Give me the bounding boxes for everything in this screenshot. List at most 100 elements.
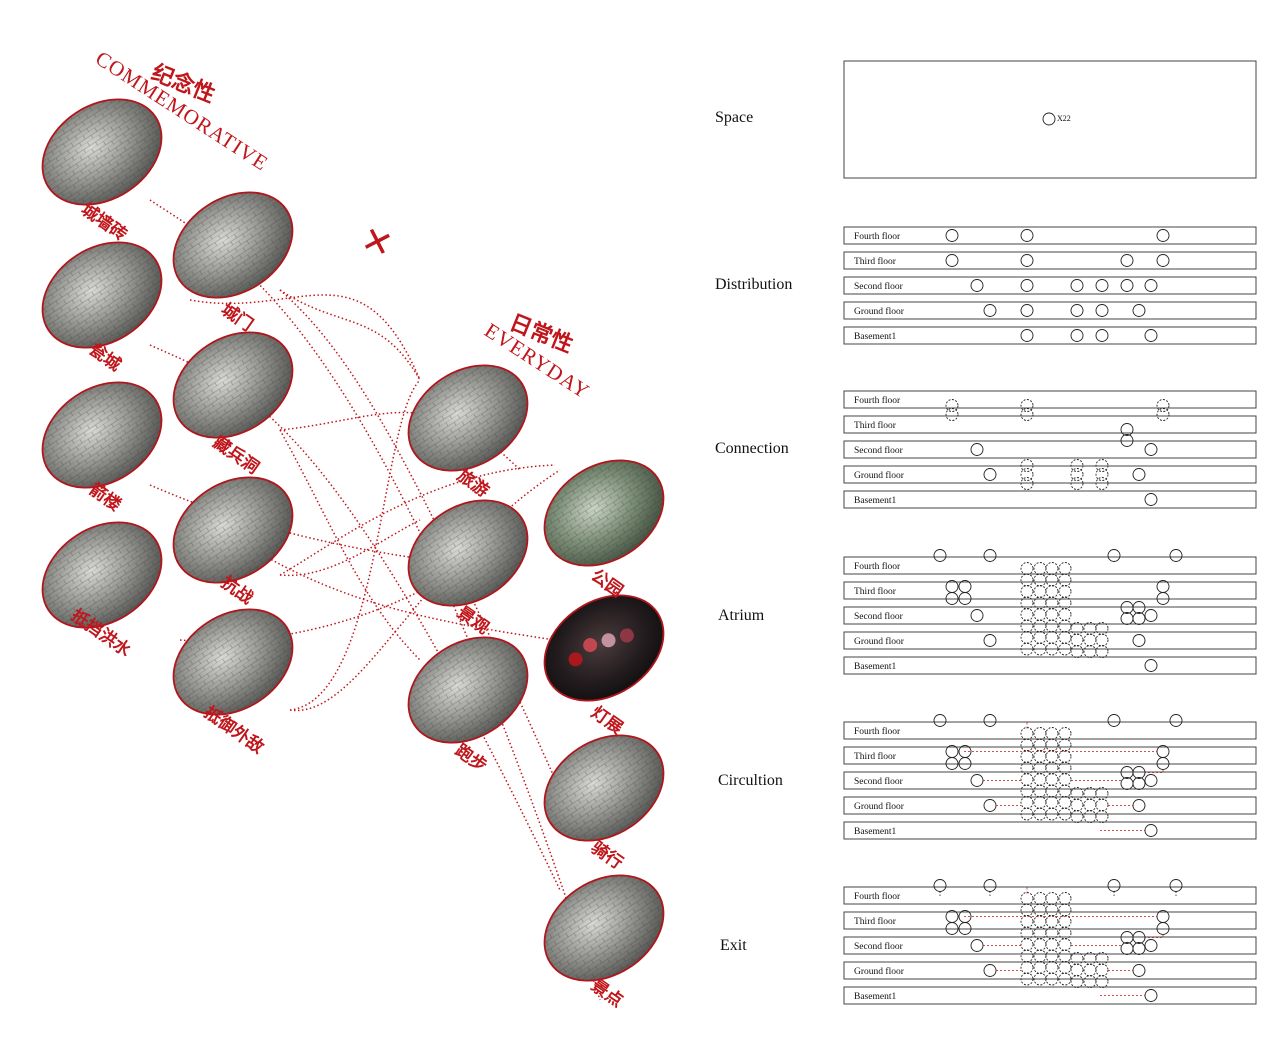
room-circle: [1045, 903, 1059, 917]
room-circle: [958, 757, 972, 770]
photo-city-gate: [172, 191, 294, 299]
photo-soldier-cave-texture: [173, 332, 293, 438]
room-circle: [1058, 807, 1072, 821]
link-curve: [279, 519, 421, 577]
floor-row: [843, 771, 1257, 790]
room-circle: [1020, 642, 1034, 656]
room-circle: [1045, 608, 1059, 621]
photo-tourism: [407, 364, 529, 472]
section-label-circulation: Circultion: [718, 772, 783, 789]
room-circle: [1070, 963, 1084, 977]
photo-landscape: [407, 499, 529, 607]
link-curve: [279, 289, 421, 381]
room-circle: [1020, 903, 1034, 917]
room-circle: [1045, 738, 1059, 752]
floor-label: Basement1: [854, 992, 896, 1002]
room-circle: [1095, 975, 1109, 988]
room-circle: [1144, 329, 1158, 342]
room-circle: [1020, 961, 1034, 974]
floor-label: Third floor: [854, 420, 897, 431]
room-circle: [1045, 807, 1059, 821]
floor-label: Fourth floor: [854, 395, 901, 406]
room-circle: [1045, 915, 1059, 928]
floor-label: Fourth floor: [854, 726, 901, 737]
floor-label: Ground floor: [854, 470, 905, 481]
room-circle: [1132, 468, 1146, 481]
floor-row: [843, 301, 1257, 320]
photo-war-of-resistance-rim: [172, 476, 294, 584]
room-circle: [970, 279, 984, 292]
room-circle: [1070, 975, 1084, 988]
floor-row: [843, 936, 1257, 955]
cross-mark-icon: ✕: [356, 219, 397, 267]
room-circle: [1020, 254, 1034, 267]
room-circle: [1144, 279, 1158, 292]
floor-row: [843, 886, 1257, 905]
room-circle: [1045, 642, 1059, 656]
room-circle: [1095, 798, 1109, 812]
floor-label: Ground floor: [854, 801, 905, 812]
room-circle: [1045, 585, 1059, 598]
room-circle: [1058, 961, 1072, 974]
circulation-path: [1145, 769, 1164, 773]
photo-lantern-show-image: [544, 595, 664, 701]
photo-barbican-texture: [42, 242, 162, 348]
floor-row: [843, 606, 1257, 625]
label-city-wall-brick: 城墙砖: [77, 199, 131, 245]
room-circle: [1020, 761, 1034, 775]
room-circle: [1070, 633, 1084, 647]
photo-war-of-resistance: [172, 476, 294, 584]
room-circle: [1045, 619, 1059, 633]
room-circle: [1070, 329, 1084, 342]
room-circle: [1020, 304, 1034, 317]
photo-cycling-texture: [544, 735, 664, 841]
photo-barbican-rim: [41, 241, 163, 349]
room-circle: [1132, 304, 1146, 317]
room-circle: [1144, 493, 1158, 506]
photo-arrow-tower-texture: [42, 382, 162, 488]
room-circle: [1120, 423, 1134, 436]
label-cycling: 骑行: [587, 837, 627, 874]
link-curve: [149, 199, 601, 1001]
room-circle: [1020, 738, 1034, 752]
room-circle: [1020, 631, 1034, 644]
section-label-atrium: Atrium: [718, 607, 765, 624]
section-label-connection: Connection: [715, 440, 789, 457]
room-circle: [1020, 596, 1034, 610]
link-curve: [189, 294, 421, 381]
room-circle: [945, 757, 959, 770]
room-circle: [1020, 892, 1034, 905]
room-circle: [1045, 892, 1059, 905]
link-curve: [149, 344, 561, 891]
photo-nodes: [41, 98, 665, 982]
room-circle: [1020, 926, 1034, 940]
floor-label: Second floor: [854, 445, 904, 456]
room-circle: [1058, 784, 1072, 798]
room-circle: [983, 549, 997, 562]
lantern-light: [568, 652, 583, 667]
lantern-light: [619, 628, 634, 643]
label-soldier-cave: 藏兵洞: [209, 432, 263, 478]
floor-label: Second floor: [854, 776, 904, 787]
photo-landscape-texture: [408, 500, 528, 606]
room-circle: [1095, 279, 1109, 292]
room-circle: [1058, 642, 1072, 656]
floor-row: [843, 390, 1257, 409]
floor-label: Ground floor: [854, 966, 905, 977]
room-circle: [1020, 619, 1034, 633]
photo-soldier-cave-rim: [172, 331, 294, 439]
floor-row: [843, 226, 1257, 245]
floor-row: [843, 556, 1257, 575]
floor-label: Fourth floor: [854, 231, 901, 242]
room-circle: [1070, 477, 1084, 490]
floor-label: Basement1: [854, 496, 896, 506]
floor-row: [843, 581, 1257, 600]
room-circle: [945, 399, 959, 412]
floor-row: [843, 251, 1257, 270]
floor-label: Ground floor: [854, 636, 905, 647]
link-curve: [229, 534, 556, 641]
floor-row: [843, 276, 1257, 295]
room-circle: [1020, 807, 1034, 821]
